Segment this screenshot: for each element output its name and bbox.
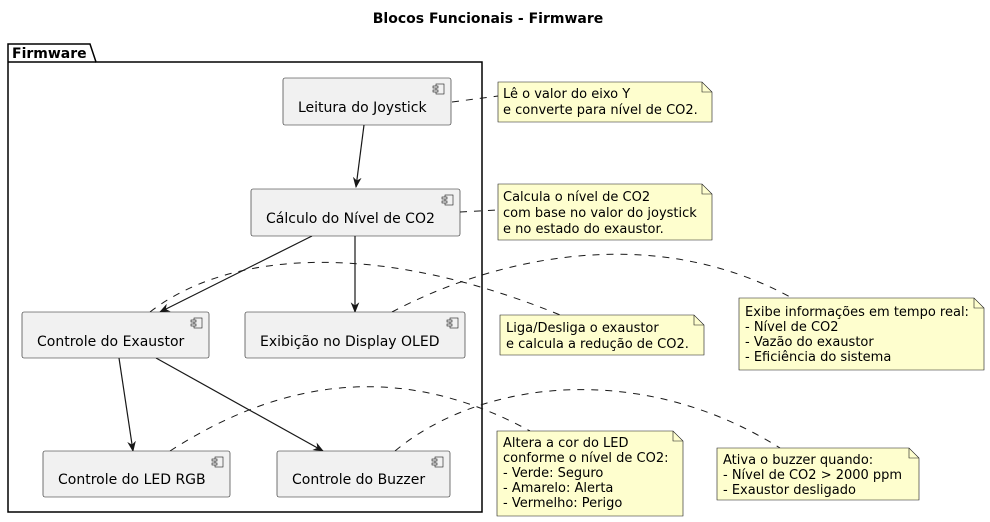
note-line: Liga/Desliga o exaustor: [506, 321, 659, 336]
component-label: Controle do Exaustor: [37, 334, 185, 350]
note-line: Lê o valor do eixo Y: [503, 87, 630, 102]
diagram-title: Blocos Funcionais - Firmware: [373, 11, 603, 27]
note-line: Ativa o buzzer quando:: [723, 453, 873, 468]
note-line: Altera a cor do LED: [503, 436, 629, 451]
component-exaustor: Controle do Exaustor: [21, 311, 210, 359]
component-label: Cálculo do Nível de CO2: [266, 211, 435, 227]
component-buzzer: Controle do Buzzer: [276, 450, 451, 498]
component-icon: [190, 317, 203, 329]
note-line: - Vermelho: Perigo: [503, 496, 622, 511]
note-line: e converte para nível de CO2.: [503, 103, 698, 118]
note-line: - Verde: Seguro: [503, 466, 603, 481]
note-display: Exibe informações em tempo real: - Nível…: [738, 297, 985, 371]
component-led: Controle do LED RGB: [42, 450, 231, 498]
connector-co2-note: [459, 209, 499, 213]
note-buzzer: Ativa o buzzer quando: - Nível de CO2 > …: [716, 447, 920, 501]
connector-joystick-note: [451, 95, 499, 103]
connector-display-note: [391, 253, 793, 313]
note-line: - Exaustor desligado: [723, 483, 856, 498]
note-led: Altera a cor do LED conforme o nível de …: [496, 430, 684, 517]
edge-exaustor-to-buzzer: [155, 357, 324, 452]
note-line: Calcula o nível de CO2: [503, 190, 650, 205]
edge-exaustor-to-led: [118, 357, 136, 453]
edge-co2-to-exaustor: [159, 235, 313, 313]
connector-exaustor-note: [149, 261, 566, 318]
component-icon: [446, 317, 459, 329]
component-icon: [441, 194, 454, 206]
firmware-package: Firmware: [7, 43, 483, 513]
connector-led-note: [169, 386, 531, 452]
note-joystick: Lê o valor do eixo Y e converte para nív…: [497, 81, 713, 123]
component-label: Controle do Buzzer: [292, 472, 425, 488]
note-line: - Eficiência do sistema: [745, 350, 891, 365]
package-label: Firmware: [12, 46, 87, 62]
note-co2: Calcula o nível de CO2 com base no valor…: [497, 183, 713, 241]
component-label: Exibição no Display OLED: [260, 334, 439, 350]
component-icon: [431, 456, 444, 468]
note-line: com base no valor do joystick: [503, 206, 697, 221]
component-label: Controle do LED RGB: [58, 472, 206, 488]
note-line: - Nível de CO2: [745, 320, 839, 335]
edge-joystick-to-co2: [352, 124, 365, 189]
note-line: - Nível de CO2 > 2000 ppm: [723, 468, 902, 483]
component-display: Exibição no Display OLED: [244, 311, 466, 359]
note-line: - Amarelo: Alerta: [503, 481, 613, 496]
note-line: e calcula a redução de CO2.: [506, 337, 689, 352]
note-line: Exibe informações em tempo real:: [745, 305, 969, 320]
note-line: e no estado do exaustor.: [503, 222, 664, 237]
component-joystick: Leitura do Joystick: [282, 77, 452, 126]
component-icon: [432, 83, 445, 95]
component-label: Leitura do Joystick: [298, 100, 427, 116]
connector-buzzer-note: [394, 389, 781, 452]
note-exaustor: Liga/Desliga o exaustor e calcula a redu…: [499, 314, 705, 356]
component-icon: [211, 456, 224, 468]
note-line: conforme o nível de CO2:: [503, 451, 669, 466]
note-line: - Vazão do exaustor: [745, 335, 874, 350]
component-co2: Cálculo do Nível de CO2: [250, 188, 461, 237]
